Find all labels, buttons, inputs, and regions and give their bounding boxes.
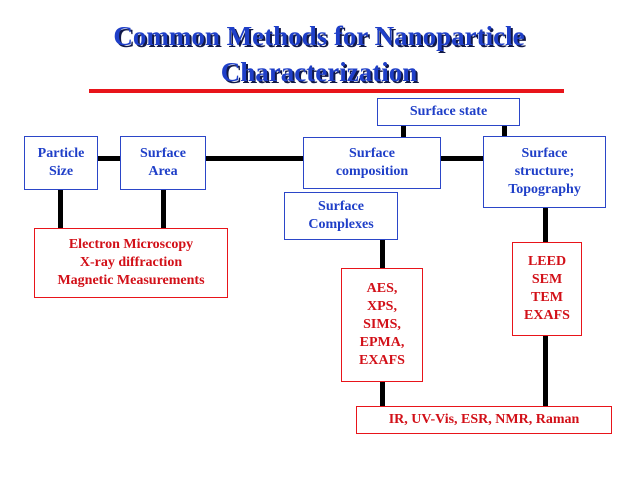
node-surface-composition: Surface composition [303,137,441,189]
node-particle-size: Particle Size [24,136,98,190]
connector-area-microscopy [161,190,166,228]
connector-area-composition [206,156,303,161]
connector-composition-structure [441,156,483,161]
node-surface-complexes: Surface Complexes [284,192,398,240]
title-line-1: Common Methods for Nanoparticle [113,21,525,51]
method-structure: LEED SEM TEM EXAFS [512,242,582,336]
node-surface-area: Surface Area [120,136,206,190]
node-surface-structure: Surface structure; Topography [483,136,606,208]
connector-state-structure [502,118,507,138]
connector-size-area [98,156,120,161]
method-composition: AES, XPS, SIMS, EPMA, EXAFS [341,268,423,382]
node-surface-state: Surface state [377,98,520,126]
connector-structure-methods [543,208,548,242]
title-line-2: Characterization [220,57,418,87]
connector-structure-spectroscopy [543,336,548,406]
method-microscopy: Electron Microscopy X-ray diffraction Ma… [34,228,228,298]
method-spectroscopy: IR, UV-Vis, ESR, NMR, Raman [356,406,612,434]
connector-size-microscopy [58,190,63,228]
title-underline [89,89,564,93]
connector-state-composition [401,118,406,138]
connector-complexes-spectroscopy [380,382,385,406]
connector-complexes-composition-methods [380,240,385,268]
